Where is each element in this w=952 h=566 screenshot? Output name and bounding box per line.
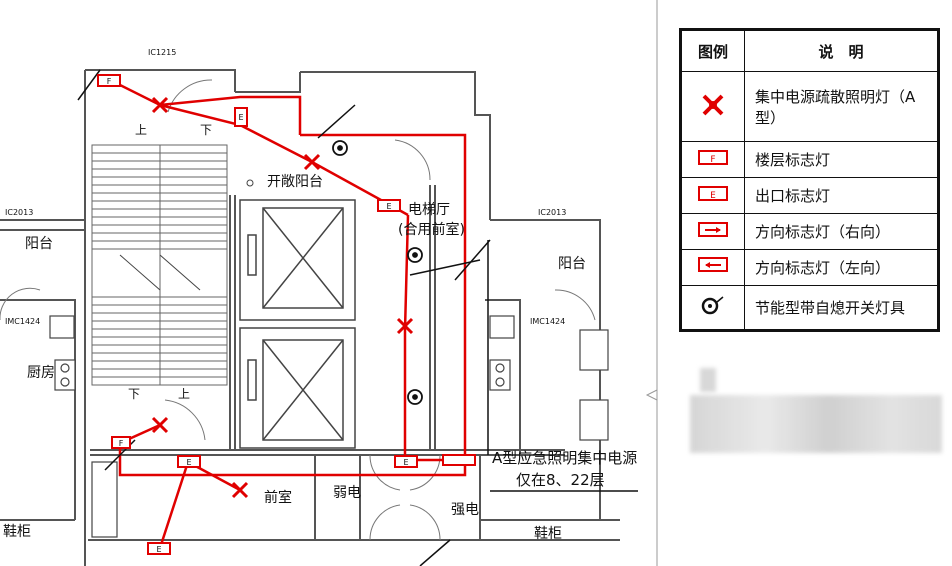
note-line2: 仅在8、22层 <box>516 471 605 489</box>
svg-text:E: E <box>710 191 716 201</box>
sign-boxes <box>97 74 476 555</box>
legend-desc: 方向标志灯（右向） <box>744 213 938 250</box>
self-extinguish-lamp-icon <box>701 296 724 315</box>
kitchen-label: 厨房 <box>27 365 55 381</box>
legend-desc: 节能型带自熄开关灯具 <box>744 284 938 331</box>
legend-header-symbol: 图例 <box>681 30 745 72</box>
direction-right-icon <box>698 221 728 237</box>
exit-letter: E <box>156 545 161 554</box>
door-code: IC1215 <box>148 48 176 57</box>
doors <box>0 79 596 541</box>
svg-text:F: F <box>710 155 715 165</box>
elevator-hall-label: 电梯厅 <box>408 202 450 218</box>
weak-power-label: 弱电 <box>333 485 361 501</box>
sign-box-letters: F E E F E E E <box>107 77 409 554</box>
stair-down-label: 下 <box>200 123 212 137</box>
floor-plan: F E E F E E E 开敞阳台 电梯厅 (合用前室) 阳台 阳台 厨房 前… <box>0 0 658 566</box>
direction-left-icon <box>698 257 728 273</box>
door-code: IMC1424 <box>5 317 40 326</box>
wire-ticks <box>77 69 491 566</box>
exit-letter: E <box>238 113 243 122</box>
legend-desc: 出口标志灯 <box>744 177 938 215</box>
open-balcony-label: 开敞阳台 <box>267 174 323 190</box>
balcony-right-label: 阳台 <box>558 256 586 272</box>
exit-sign-icon: E <box>698 185 728 201</box>
walls <box>0 69 620 566</box>
blurred-region <box>690 395 942 453</box>
balcony-left-label: 阳台 <box>25 236 53 252</box>
exit-letter: E <box>403 458 408 467</box>
legend-desc: 楼层标志灯 <box>744 141 938 179</box>
emergency-lights <box>151 96 414 499</box>
shoe-cabinet-right-label: 鞋柜 <box>534 526 562 542</box>
elevators <box>239 199 356 449</box>
legend-header-desc: 说 明 <box>744 30 938 72</box>
exit-letter: E <box>386 202 391 211</box>
legend-table: 图例 说 明 集中电源疏散照明灯（A型） F 楼层标志灯 E 出口标志灯 方向标… <box>679 28 940 332</box>
shoe-cabinet-left-label: 鞋柜 <box>3 524 31 540</box>
legend-desc: 方向标志灯（左向） <box>744 248 938 286</box>
door-code: IC2013 <box>5 208 33 217</box>
door-code: IMC1424 <box>530 317 565 326</box>
stairs <box>91 144 228 386</box>
kitchen-fixtures <box>49 315 609 538</box>
antechamber-label: 前室 <box>264 489 292 506</box>
stair-up-label: 上 <box>135 123 147 137</box>
blurred-region <box>700 368 716 392</box>
exit-letter: E <box>186 458 191 467</box>
floor-sign-icon: F <box>698 149 728 165</box>
strong-power-label: 强电 <box>451 502 479 518</box>
self-extinguish-lamps <box>332 140 423 405</box>
small-circle <box>246 179 254 187</box>
emergency-wiring <box>109 78 467 549</box>
floor-letter: F <box>119 439 124 448</box>
stair-up-label: 上 <box>178 387 190 401</box>
door-code: IC2013 <box>538 208 566 217</box>
legend-desc: 集中电源疏散照明灯（A型） <box>744 70 938 143</box>
note-line1: A型应急照明集中电源 <box>492 449 637 467</box>
floor-letter: F <box>107 77 112 86</box>
emergency-light-icon <box>702 94 724 116</box>
elevator-hall-note: (合用前室) <box>398 221 465 238</box>
stair-down-label: 下 <box>128 387 140 401</box>
